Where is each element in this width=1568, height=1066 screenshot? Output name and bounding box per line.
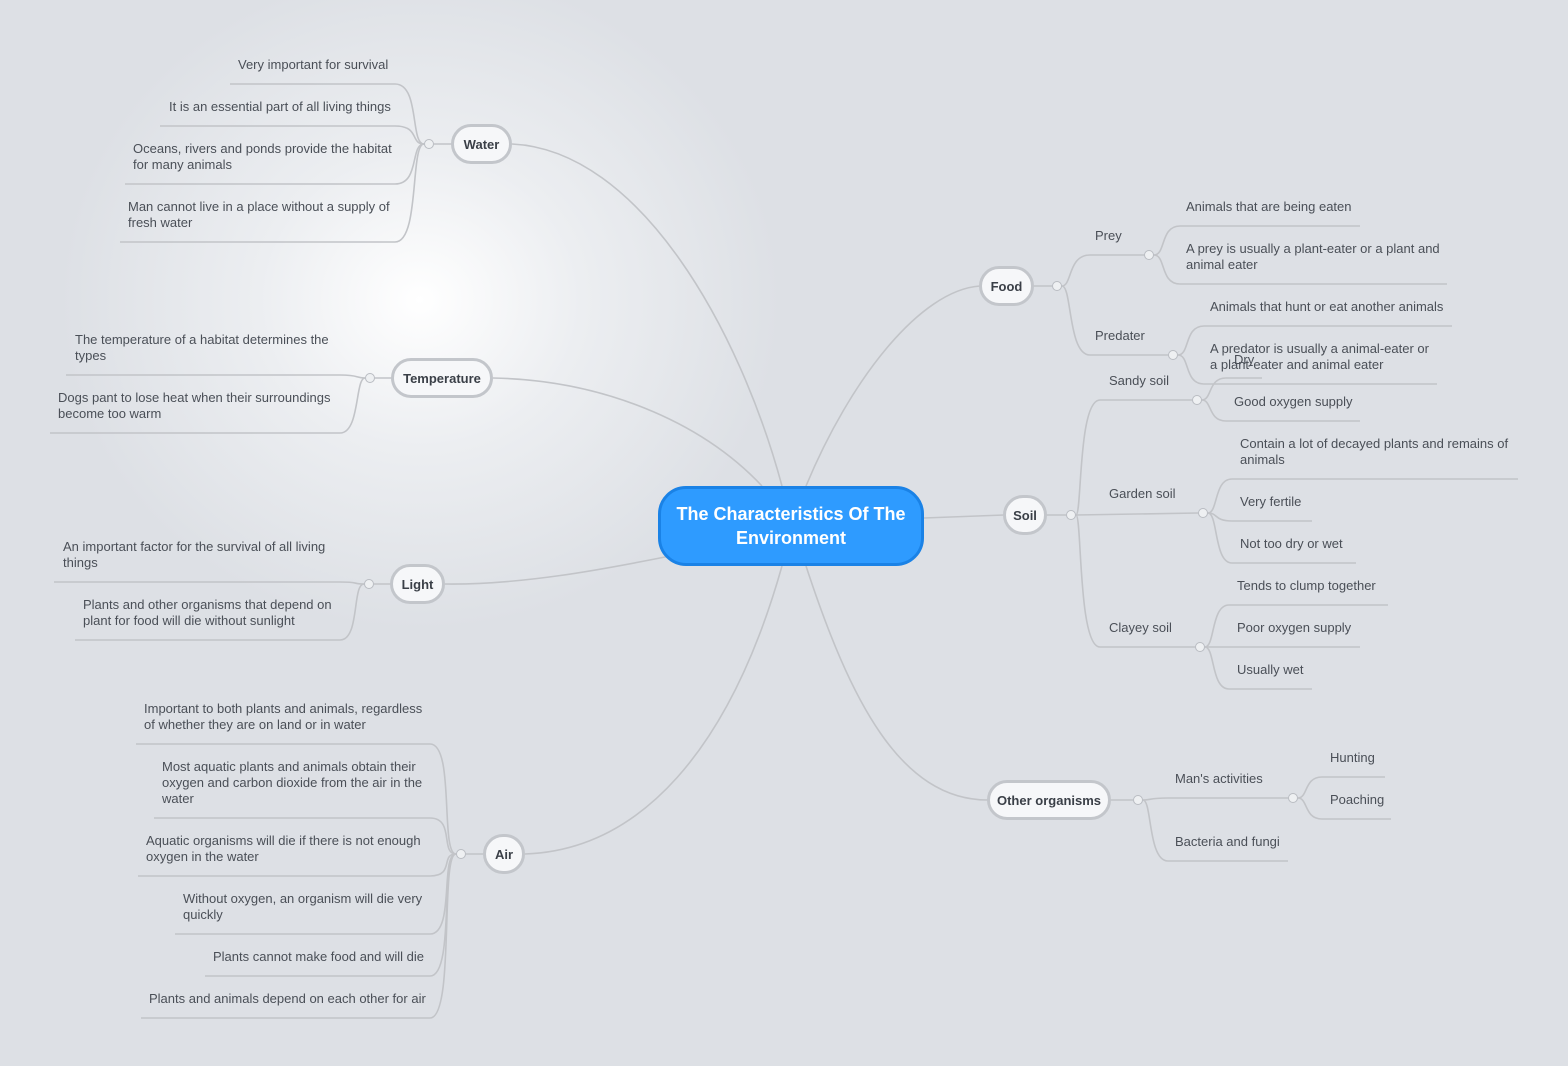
- connector-dot[interactable]: [1192, 395, 1202, 405]
- branch-food[interactable]: Food: [979, 266, 1034, 306]
- prey-leaf[interactable]: Animals that are being eaten: [1186, 199, 1352, 214]
- connector-dot[interactable]: [364, 579, 374, 589]
- central-topic-line1: The Characteristics Of The: [676, 504, 906, 524]
- water-leaf[interactable]: Very important for survival: [238, 57, 389, 72]
- other-bacteria-fungi[interactable]: Bacteria and fungi: [1175, 834, 1280, 849]
- clayey-leaf[interactable]: Usually wet: [1237, 662, 1304, 677]
- air-leaf[interactable]: Important to both plants and animals, re…: [144, 701, 423, 732]
- mans-leaf[interactable]: Hunting: [1330, 750, 1375, 765]
- water-leaf[interactable]: It is an essential part of all living th…: [169, 99, 391, 114]
- sandy-leaf[interactable]: Good oxygen supply: [1234, 394, 1353, 409]
- temperature-leaf[interactable]: The temperature of a habitat determines …: [75, 332, 329, 363]
- garden-leaf[interactable]: Not too dry or wet: [1240, 536, 1343, 551]
- soil-sandy[interactable]: Sandy soil: [1109, 373, 1169, 388]
- air-leaf[interactable]: Aquatic organisms will die if there is n…: [146, 833, 421, 864]
- air-leaf[interactable]: Without oxygen, an organism will die ver…: [183, 891, 423, 922]
- connector-dot[interactable]: [456, 849, 466, 859]
- other-mans-activities[interactable]: Man's activities: [1175, 771, 1263, 786]
- connector-dot[interactable]: [424, 139, 434, 149]
- sandy-leaf[interactable]: Dry: [1234, 352, 1255, 367]
- air-leaf[interactable]: Plants and animals depend on each other …: [149, 991, 426, 1006]
- clayey-leaf[interactable]: Poor oxygen supply: [1237, 620, 1352, 635]
- prey-leaf[interactable]: A prey is usually a plant-eater or a pla…: [1186, 241, 1440, 272]
- central-topic-line2: Environment: [735, 528, 846, 548]
- connector-dot[interactable]: [365, 373, 375, 383]
- temperature-leaf[interactable]: Dogs pant to lose heat when their surrou…: [58, 390, 331, 421]
- central-topic[interactable]: The Characteristics Of The Environment: [658, 486, 924, 566]
- connector-dot[interactable]: [1198, 508, 1208, 518]
- connector-dot[interactable]: [1144, 250, 1154, 260]
- branch-soil[interactable]: Soil: [1003, 495, 1047, 535]
- food-prey[interactable]: Prey: [1095, 228, 1122, 243]
- air-leaf[interactable]: Most aquatic plants and animals obtain t…: [162, 759, 423, 806]
- predater-leaf[interactable]: A predator is usually a animal-eater or …: [1210, 341, 1429, 372]
- connector-dot[interactable]: [1133, 795, 1143, 805]
- mans-leaf[interactable]: Poaching: [1330, 792, 1385, 807]
- branch-light[interactable]: Light: [390, 564, 445, 604]
- air-leaf[interactable]: Plants cannot make food and will die: [213, 949, 425, 964]
- connector-dot[interactable]: [1052, 281, 1062, 291]
- light-leaf[interactable]: An important factor for the survival of …: [63, 539, 326, 570]
- branch-temperature[interactable]: Temperature: [391, 358, 493, 398]
- soil-clayey[interactable]: Clayey soil: [1109, 620, 1172, 635]
- clayey-leaf[interactable]: Tends to clump together: [1237, 578, 1376, 593]
- connector-dot[interactable]: [1168, 350, 1178, 360]
- garden-leaf[interactable]: Very fertile: [1240, 494, 1302, 509]
- soil-garden[interactable]: Garden soil: [1109, 486, 1176, 501]
- garden-leaf[interactable]: Contain a lot of decayed plants and rema…: [1240, 436, 1509, 467]
- food-predater[interactable]: Predater: [1095, 328, 1145, 343]
- branch-water[interactable]: Water: [451, 124, 512, 164]
- light-leaf[interactable]: Plants and other organisms that depend o…: [83, 597, 332, 628]
- water-leaf[interactable]: Oceans, rivers and ponds provide the hab…: [133, 141, 392, 172]
- water-leaf[interactable]: Man cannot live in a place without a sup…: [128, 199, 390, 230]
- branch-other-organisms[interactable]: Other organisms: [987, 780, 1111, 820]
- connector-dot[interactable]: [1195, 642, 1205, 652]
- branch-air[interactable]: Air: [483, 834, 525, 874]
- connector-dot[interactable]: [1288, 793, 1298, 803]
- predater-leaf[interactable]: Animals that hunt or eat another animals: [1210, 299, 1444, 314]
- connector-dot[interactable]: [1066, 510, 1076, 520]
